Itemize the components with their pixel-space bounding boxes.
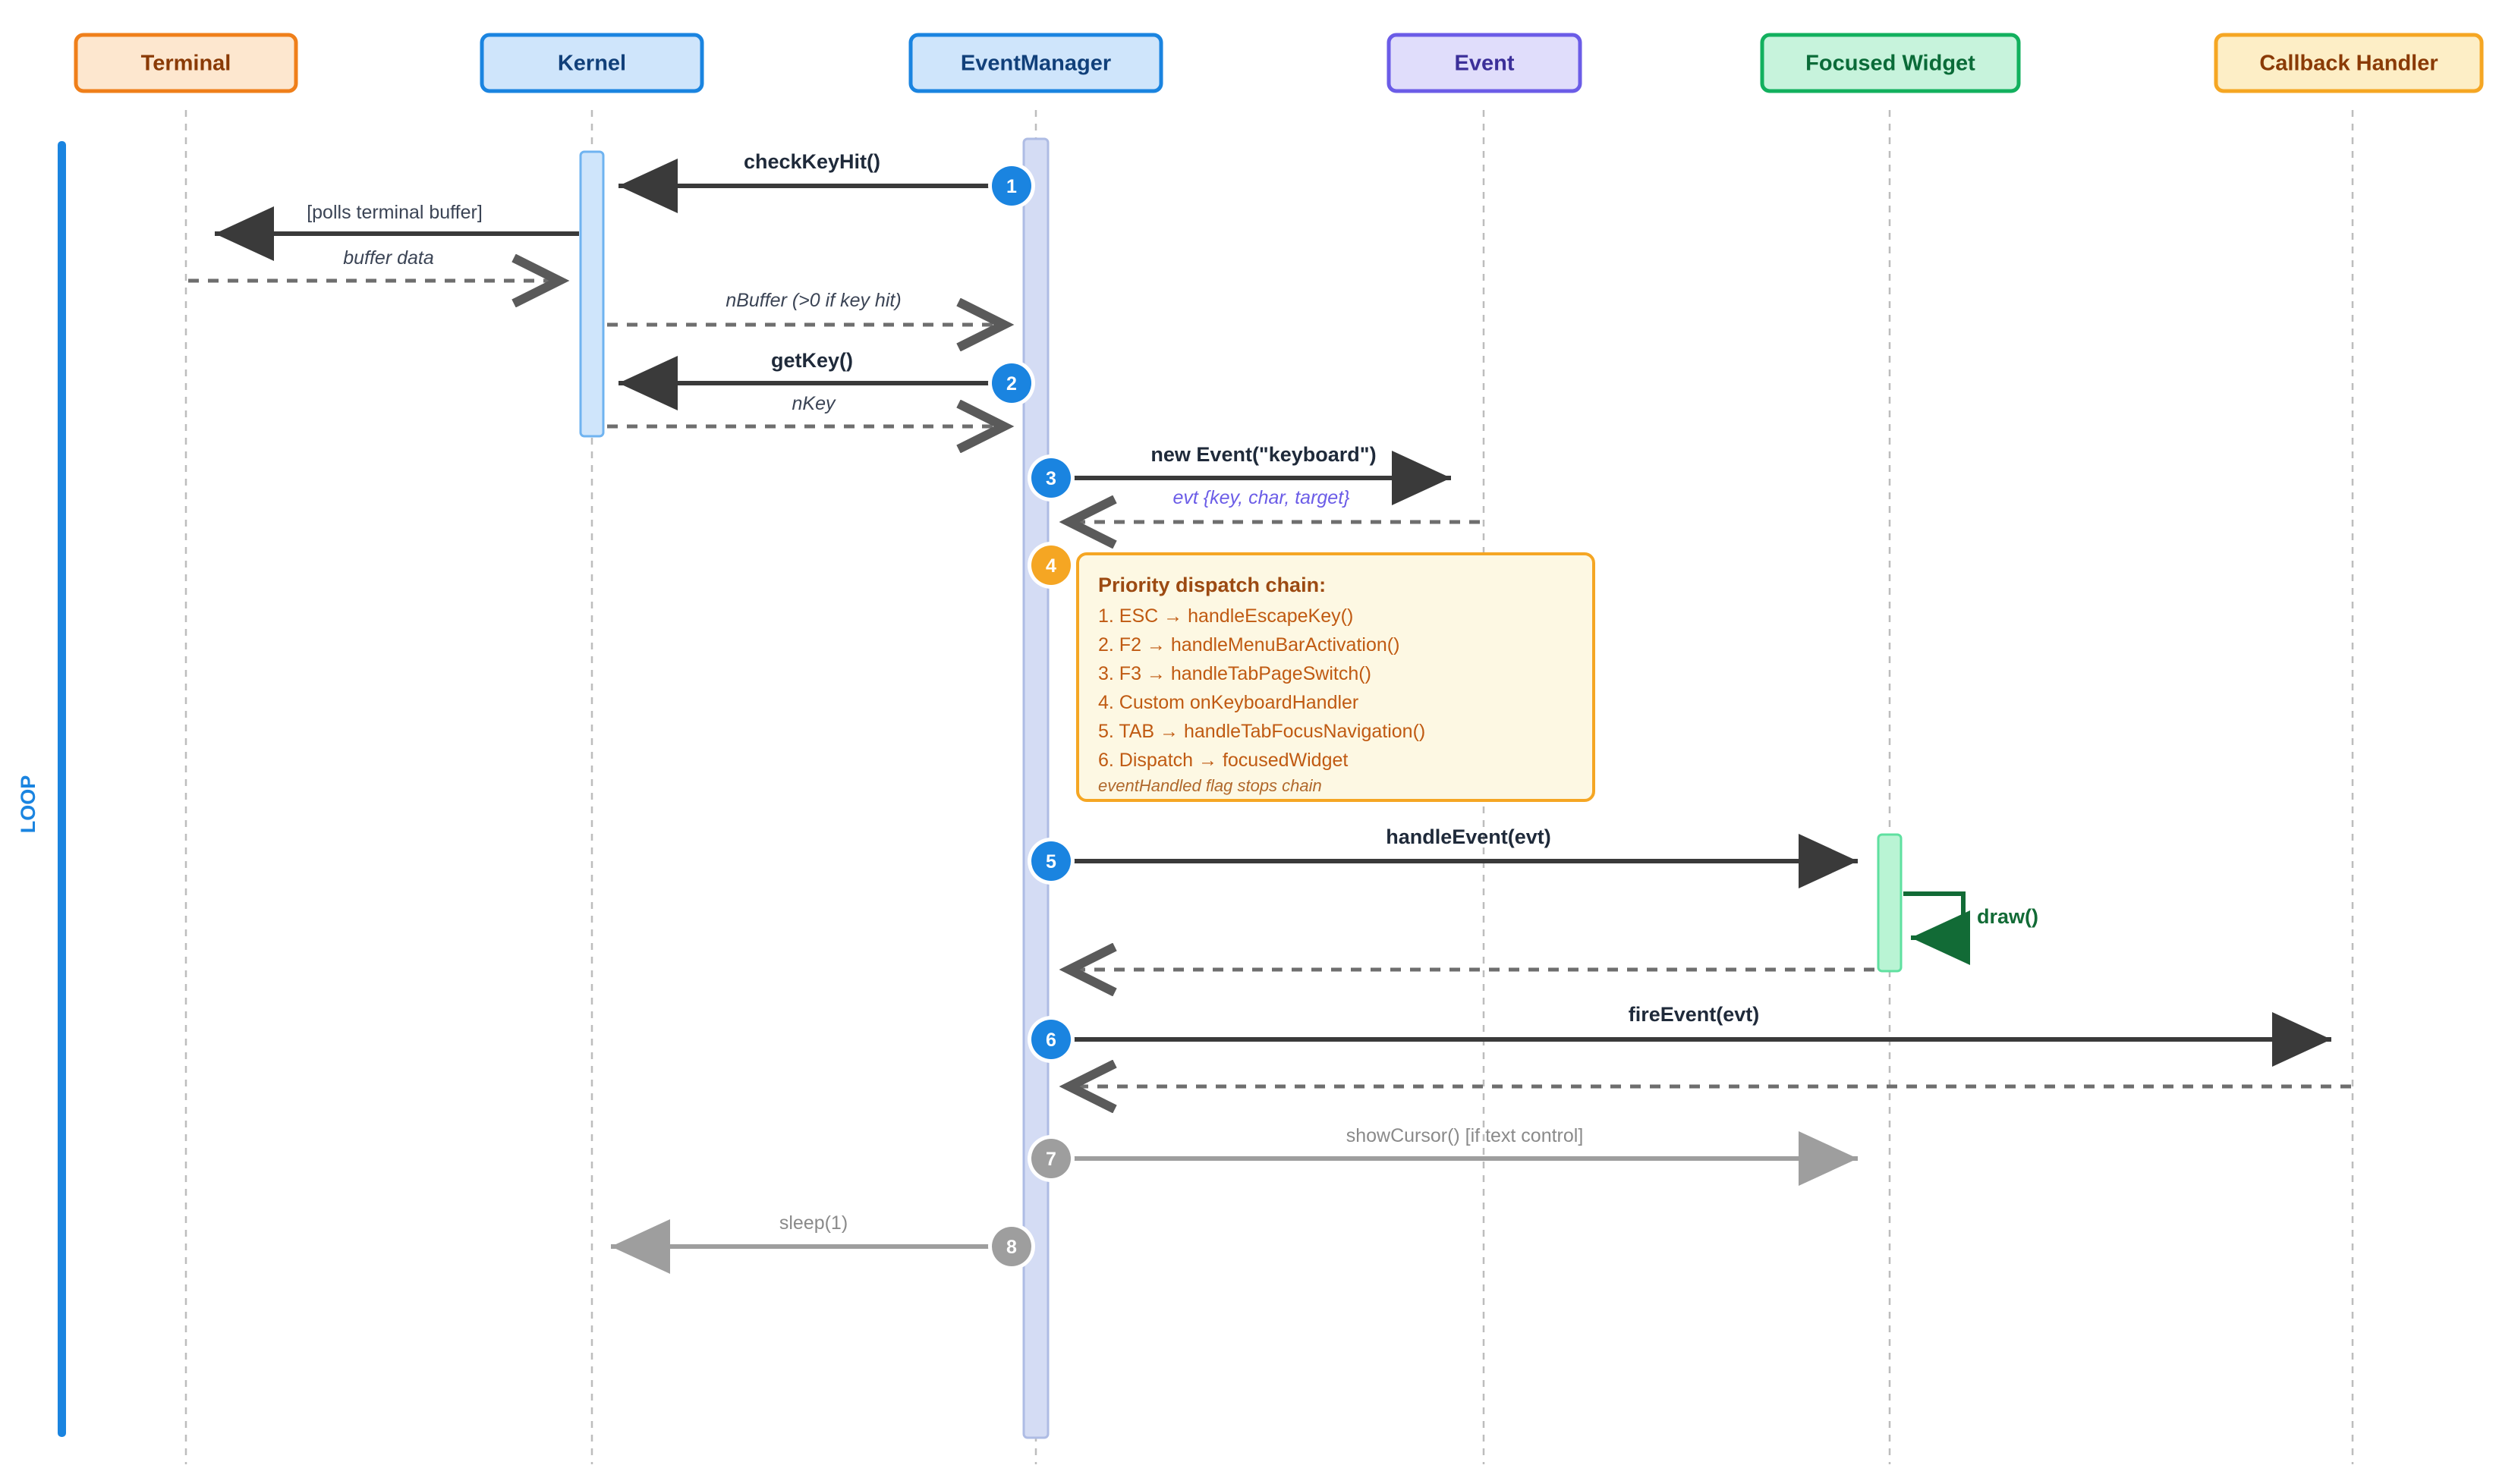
participant-label-focused-widget: Focused Widget — [1805, 52, 1975, 76]
message-3-new-event[interactable]: new Event("keyboard") 3 — [1028, 443, 1451, 505]
seq-badge-3[interactable] — [1031, 458, 1071, 498]
self-call-draw[interactable]: draw() — [1903, 891, 2038, 965]
message-evt-payload[interactable]: evt {key, char, target} — [1065, 487, 1480, 522]
note-item-1: 1. ESC → handleEscapeKey() — [1098, 605, 1353, 627]
self-call-path-draw — [1903, 891, 1970, 965]
note-item-4: 4. Custom onKeyboardHandler — [1098, 692, 1358, 713]
message-label-polls: [polls terminal buffer] — [307, 202, 483, 223]
self-call-label-draw: draw() — [1977, 905, 2038, 928]
message-label-5: handleEvent(evt) — [1386, 825, 1551, 848]
seq-number-3: 3 — [1046, 468, 1056, 489]
seq-number-7: 7 — [1046, 1149, 1056, 1170]
loop-fragment: LOOP — [17, 141, 66, 1437]
participant-box-focused-widget[interactable] — [1760, 33, 2021, 93]
participant-widget[interactable]: Focused Widget — [1760, 33, 2021, 93]
participant-label-eventmanager: EventManager — [961, 52, 1111, 76]
note-item-5: 5. TAB → handleTabFocusNavigation() — [1098, 721, 1425, 742]
participant-label-callback-handler: Callback Handler — [2259, 52, 2438, 76]
loop-label: LOOP — [17, 775, 39, 834]
seq-number-2: 2 — [1006, 373, 1017, 395]
participant-box-event[interactable] — [1386, 33, 1582, 93]
message-nkey[interactable]: nKey — [607, 393, 1008, 426]
note-item-3: 3. F3 → handleTabPageSwitch() — [1098, 663, 1371, 684]
seq-number-6: 6 — [1046, 1030, 1056, 1051]
note-footer: eventHandled flag stops chain — [1098, 776, 1322, 795]
participant-box-kernel[interactable] — [480, 33, 704, 93]
note-item-6: 6. Dispatch → focusedWidget — [1098, 750, 1348, 771]
participant-label-event: Event — [1455, 52, 1515, 76]
message-7-showcursor[interactable]: showCursor() [if text control] 7 — [1028, 1125, 1858, 1186]
message-label-8: sleep(1) — [779, 1212, 848, 1234]
seq-badge-1[interactable] — [992, 166, 1031, 206]
seq-number-4: 4 — [1046, 555, 1056, 577]
seq-number-5: 5 — [1046, 851, 1056, 872]
message-polls-terminal-buffer[interactable]: [polls terminal buffer] — [215, 202, 579, 261]
seq-badge-5[interactable] — [1031, 841, 1071, 881]
note-title: Priority dispatch chain: — [1098, 574, 1326, 596]
message-6-fireevent[interactable]: fireEvent(evt) 6 — [1028, 1003, 2331, 1067]
participant-event[interactable]: Event — [1386, 33, 1582, 93]
participant-kernel[interactable]: Kernel — [480, 33, 704, 93]
note-box[interactable] — [1076, 552, 1595, 802]
seq-badge-6[interactable] — [1031, 1020, 1071, 1059]
message-1-checkkeyhit[interactable]: checkKeyHit() 1 — [618, 150, 1035, 213]
participant-box-callback-handler[interactable] — [2214, 33, 2484, 93]
message-label-2: getKey() — [771, 349, 853, 372]
message-label-evt-payload: evt {key, char, target} — [1172, 487, 1349, 508]
message-label-6: fireEvent(evt) — [1629, 1003, 1760, 1026]
message-nbuffer[interactable]: nBuffer (>0 if key hit) — [607, 290, 1008, 325]
participant-label-terminal: Terminal — [141, 52, 231, 76]
loop-bar — [58, 141, 66, 1437]
message-2-getkey[interactable]: getKey() 2 — [618, 349, 1035, 410]
participant-box-terminal[interactable] — [74, 33, 298, 93]
message-buffer-data[interactable]: buffer data — [188, 247, 563, 281]
seq-badge-4[interactable] — [1031, 545, 1071, 585]
participant-boxes: Terminal Kernel EventManager Event Focus… — [74, 33, 2484, 93]
message-5-handleevent[interactable]: handleEvent(evt) 5 — [1028, 825, 1858, 888]
participant-terminal[interactable]: Terminal — [74, 33, 298, 93]
participant-evtmgr[interactable]: EventManager — [908, 33, 1163, 93]
activation-bar-widget — [1877, 833, 1903, 973]
participant-label-kernel: Kernel — [558, 52, 626, 76]
seq-badge-2[interactable] — [992, 363, 1031, 403]
seq-badge-7[interactable] — [1031, 1139, 1071, 1178]
participant-box-eventmanager[interactable] — [908, 33, 1163, 93]
seq-number-8: 8 — [1006, 1237, 1017, 1258]
message-label-3: new Event("keyboard") — [1150, 443, 1376, 466]
note-item-2: 2. F2 → handleMenuBarActivation() — [1098, 634, 1399, 656]
seq-number-1: 1 — [1006, 176, 1017, 197]
seq-badge-8[interactable] — [992, 1227, 1031, 1266]
message-8-sleep[interactable]: sleep(1) 8 — [611, 1212, 1035, 1274]
note-priority-dispatch-chain[interactable]: 4 Priority dispatch chain: 1. ESC → hand… — [1028, 542, 1595, 802]
activation-bar-kernel — [579, 150, 605, 438]
message-label-buffer-data: buffer data — [343, 247, 434, 269]
message-label-7: showCursor() [if text control] — [1346, 1125, 1584, 1146]
participant-callback[interactable]: Callback Handler — [2214, 33, 2484, 93]
message-label-1: checkKeyHit() — [744, 150, 880, 173]
message-label-nbuffer: nBuffer (>0 if key hit) — [726, 290, 901, 311]
message-label-nkey: nKey — [792, 393, 836, 414]
